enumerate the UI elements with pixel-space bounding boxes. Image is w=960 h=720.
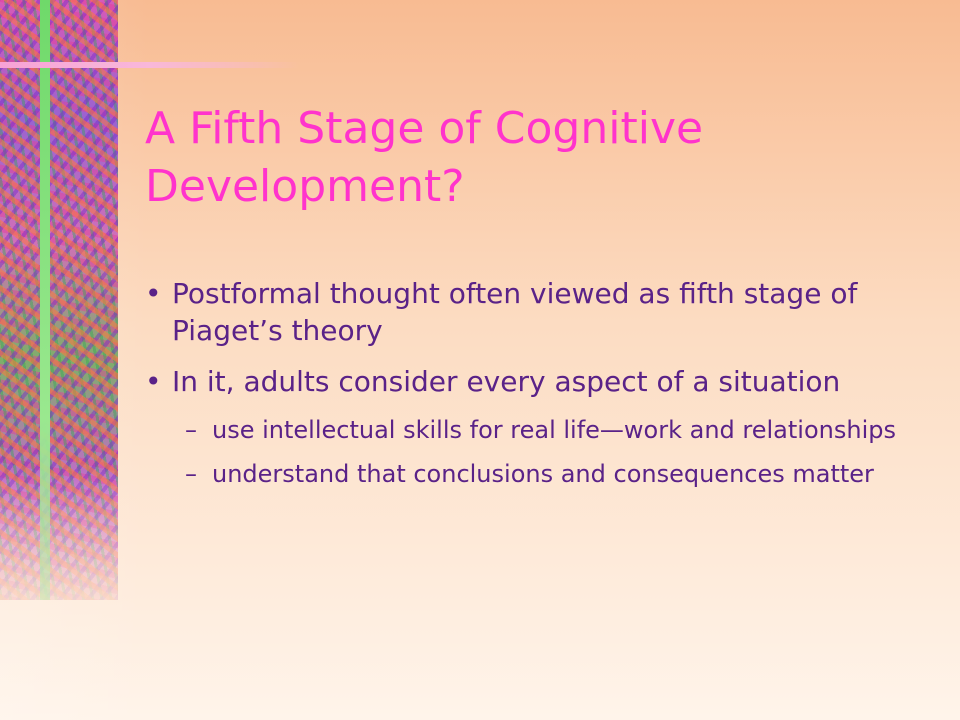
bullet-text: In it, adults consider every aspect of a… [172, 365, 841, 398]
pink-accent-line [0, 62, 300, 68]
bullet-text: Postformal thought often viewed as fifth… [172, 277, 858, 347]
decorative-band-fade [0, 470, 118, 600]
bullet-item: • Postformal thought often viewed as fif… [145, 275, 935, 349]
sub-bullet-item: – understand that conclusions and conseq… [145, 458, 935, 490]
sub-bullet-marker: – [185, 416, 197, 444]
bullet-marker: • [145, 277, 162, 310]
slide-title: A Fifth Stage of Cognitive Development? [145, 103, 704, 212]
bullet-marker: • [145, 365, 162, 398]
bullet-item: • In it, adults consider every aspect of… [145, 363, 935, 400]
sub-bullet-text: understand that conclusions and conseque… [212, 460, 874, 488]
sub-bullet-text: use intellectual skills for real life—wo… [212, 416, 896, 444]
sub-bullet-marker: – [185, 460, 197, 488]
sub-bullet-item: – use intellectual skills for real life—… [145, 414, 935, 446]
slide-body: • Postformal thought often viewed as fif… [145, 275, 935, 502]
green-accent-bar [40, 0, 50, 600]
